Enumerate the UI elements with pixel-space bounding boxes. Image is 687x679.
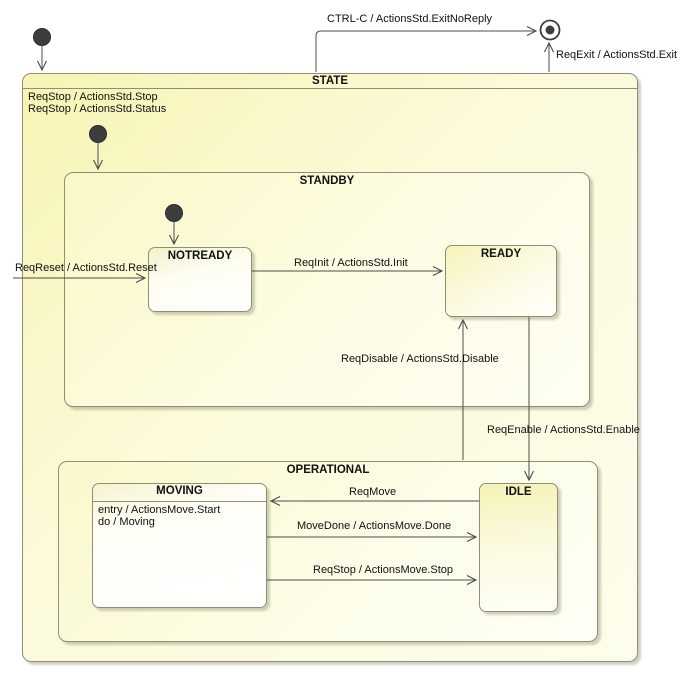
notready-title: NOTREADY [167, 250, 233, 262]
label-req-reset: ReqReset / ActionsStd.Reset [15, 262, 157, 274]
state-box-notready: NOTREADY [148, 247, 252, 312]
idle-title: IDLE [505, 486, 532, 498]
moving-title: MOVING [156, 485, 203, 497]
internal-action-line: do / Moving [98, 515, 155, 528]
operational-title: OPERATIONAL [286, 464, 370, 476]
label-req-disable: ReqDisable / ActionsStd.Disable [341, 353, 499, 365]
final-state-inner [545, 25, 555, 35]
standby-title: STANDBY [299, 175, 355, 187]
internal-action-line: ReqStop / ActionsStd.Status [28, 102, 167, 115]
state-box-idle: IDLE [479, 483, 558, 612]
label-ctrl-c: CTRL-C / ActionsStd.ExitNoReply [327, 13, 493, 25]
initial-pseudostate-top [33, 28, 51, 46]
label-req-init: ReqInit / ActionsStd.Init [294, 257, 408, 269]
state-title-compartment: STATE [23, 74, 637, 89]
transition-ctrl-c [315, 26, 538, 72]
moving-title-compartment: MOVING [93, 484, 266, 502]
final-state-outer [539, 19, 561, 41]
ready-title: READY [480, 248, 522, 260]
label-req-stop-move: ReqStop / ActionsMove.Stop [313, 564, 454, 576]
label-req-move: ReqMove [349, 486, 397, 498]
internal-action-line: entry / ActionsMove.Start [98, 504, 221, 516]
label-move-done: MoveDone / ActionsMove.Done [297, 520, 452, 532]
internal-action-line: ReqStop / ActionsStd.Stop [28, 91, 158, 103]
state-title: STATE [312, 75, 348, 87]
label-req-enable: ReqEnable / ActionsStd.Enable [487, 424, 640, 436]
label-req-exit: ReqExit / ActionsStd.Exit [556, 49, 678, 61]
state-box-ready: READY [445, 245, 557, 317]
